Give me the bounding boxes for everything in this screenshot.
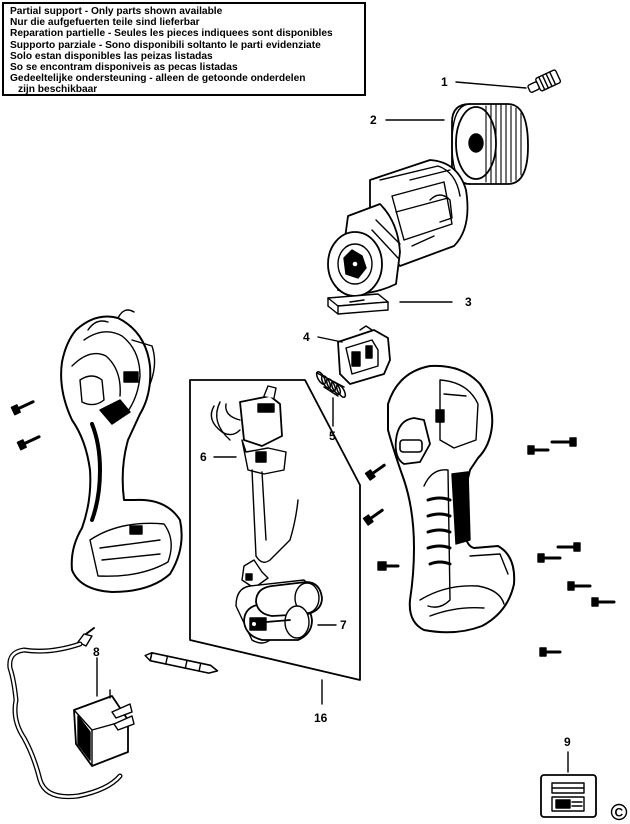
copyright-mark: C xyxy=(610,803,628,821)
callout-4: 4 xyxy=(303,330,310,344)
availability-notice: Partial support - Only parts shown avail… xyxy=(2,2,366,96)
notice-line: zijn beschikbaar xyxy=(18,84,98,96)
callout-1: 1 xyxy=(441,75,448,89)
callout-8: 8 xyxy=(93,645,100,659)
kit-16-outline xyxy=(189,379,361,681)
callout-7: 7 xyxy=(340,618,347,632)
part-8-charger xyxy=(7,627,135,800)
callout-5: 5 xyxy=(329,429,336,443)
housing-screw xyxy=(527,445,550,455)
housing-screw xyxy=(364,463,386,481)
housing-screw xyxy=(539,647,562,657)
right-housing-half xyxy=(387,364,516,634)
part-9-label xyxy=(540,774,597,818)
notice-line: Gedeeltelijke ondersteuning - alleen de … xyxy=(10,73,306,85)
callout-2: 2 xyxy=(370,113,377,127)
leader-1 xyxy=(455,81,527,89)
housing-screw xyxy=(556,542,581,552)
housing-screw xyxy=(16,435,41,451)
notice-line: Solo estan disponibles las peizas listad… xyxy=(10,50,213,62)
leader-4 xyxy=(317,336,343,343)
callout-6: 6 xyxy=(200,450,207,464)
housing-screw xyxy=(537,553,562,563)
copyright-letter: C xyxy=(615,806,624,820)
callout-3: 3 xyxy=(465,295,472,309)
housing-screw xyxy=(377,561,400,571)
notice-line: Partial support - Only parts shown avail… xyxy=(10,6,223,17)
notice-line: So se encontram disponiveis as pecas lis… xyxy=(10,62,238,74)
part-6-switch xyxy=(210,385,299,589)
part-7-battery-cells xyxy=(235,579,323,644)
housing-screw xyxy=(591,597,616,607)
left-housing-half xyxy=(60,309,183,593)
part-5-spring xyxy=(315,371,347,398)
part-1-screw xyxy=(527,69,562,93)
part-4-switch-carrier xyxy=(337,325,391,385)
callout-9: 9 xyxy=(564,735,571,749)
motor-gearbox-assembly xyxy=(327,159,469,297)
notice-line: Supporto parziale - Sono disponibili sol… xyxy=(10,39,321,51)
housing-screw xyxy=(550,437,577,447)
part-3-slide-button xyxy=(327,293,389,315)
notice-line: Reparation partielle - Seules les pieces… xyxy=(10,28,333,40)
screwdriver-bit xyxy=(144,652,219,674)
housing-screw xyxy=(362,508,384,526)
notice-line: Nur die aufgefuerten teile sind lieferba… xyxy=(10,17,200,29)
callout-16: 16 xyxy=(314,711,328,725)
part-2-chuck xyxy=(451,103,529,185)
housing-screw xyxy=(567,581,592,591)
housing-screw xyxy=(10,400,35,416)
